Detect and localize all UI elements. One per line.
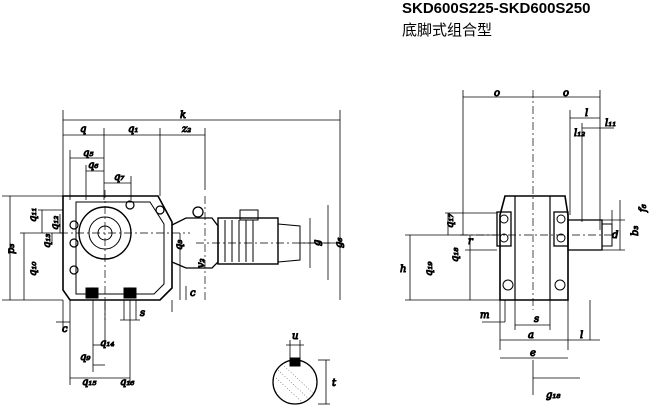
label-d: d xyxy=(612,230,618,241)
label-q19: q₁₉ xyxy=(424,262,435,276)
label-q12: q₁₂ xyxy=(50,216,61,230)
label-m: m xyxy=(480,310,489,321)
label-q15: q₁₅ xyxy=(82,377,96,388)
label-c-left: c xyxy=(62,324,68,335)
label-q10: q₁₀ xyxy=(28,262,39,276)
label-q1: q₁ xyxy=(128,124,138,135)
label-g: g xyxy=(312,240,323,246)
drawing-title: SKD600S225-SKD600S250 xyxy=(402,0,591,17)
label-g6: g₆ xyxy=(334,238,345,248)
label-s: s xyxy=(140,308,145,319)
bottom-dimensions xyxy=(56,300,140,385)
label-q16: q₁₆ xyxy=(120,377,134,388)
label-r: r xyxy=(468,236,474,247)
gearbox-housing xyxy=(62,195,173,301)
label-q14: q₁₄ xyxy=(100,338,114,349)
label-k: k xyxy=(180,110,186,121)
top-dimensions xyxy=(62,110,341,300)
label-q9: q₉ xyxy=(80,352,90,363)
label-o-left: o xyxy=(494,88,500,99)
label-f6: f₆ xyxy=(638,204,649,213)
label-z2: z₂ xyxy=(181,124,191,135)
label-q7: q₇ xyxy=(114,172,124,183)
label-p3: p₃ xyxy=(6,244,17,254)
side-dimensions xyxy=(405,90,625,395)
label-l11: l₁₁ xyxy=(605,118,616,129)
label-q18: q₁₈ xyxy=(450,248,461,262)
motor-body xyxy=(217,217,279,265)
label-e: e xyxy=(530,348,536,359)
label-c-right: c xyxy=(190,288,196,299)
label-q3: q₃ xyxy=(174,240,185,250)
label-g18: g₁₈ xyxy=(546,390,560,401)
label-q17: q₁₇ xyxy=(445,214,456,228)
left-dimensions xyxy=(2,195,63,301)
label-q11: q₁₁ xyxy=(28,208,39,222)
shaft-key-section: u t xyxy=(272,331,338,405)
label-q5: q₅ xyxy=(83,148,93,159)
drawing-subtitle: 底脚式组合型 xyxy=(402,21,493,39)
label-v2: v₂ xyxy=(196,258,207,268)
label-q6: q₆ xyxy=(88,160,98,171)
label-s-side: s xyxy=(534,314,539,325)
label-t: t xyxy=(332,378,337,389)
label-q13: q₁₃ xyxy=(42,234,53,248)
label-o-right: o xyxy=(563,88,569,99)
label-l-top: l xyxy=(585,108,588,119)
gearbox-inner-outline xyxy=(75,201,165,295)
label-l12: l₁₂ xyxy=(574,128,585,139)
label-u: u xyxy=(292,331,298,342)
side-view: o o l l₁₁ l₁₂ q₁₇ q₁₈ q₁₉ h r d b₃ f₆ m … xyxy=(400,88,650,402)
label-l-bottom: l xyxy=(580,330,583,341)
label-q: q xyxy=(80,124,86,135)
front-view: k q q₁ z₂ q₅ q₆ q₇ q₁₁ q₁₂ q₁₃ p₃ q₁₀ q₃… xyxy=(2,110,346,389)
label-h: h xyxy=(400,264,406,275)
label-a: a xyxy=(528,330,534,341)
label-b3: b₃ xyxy=(630,226,641,236)
